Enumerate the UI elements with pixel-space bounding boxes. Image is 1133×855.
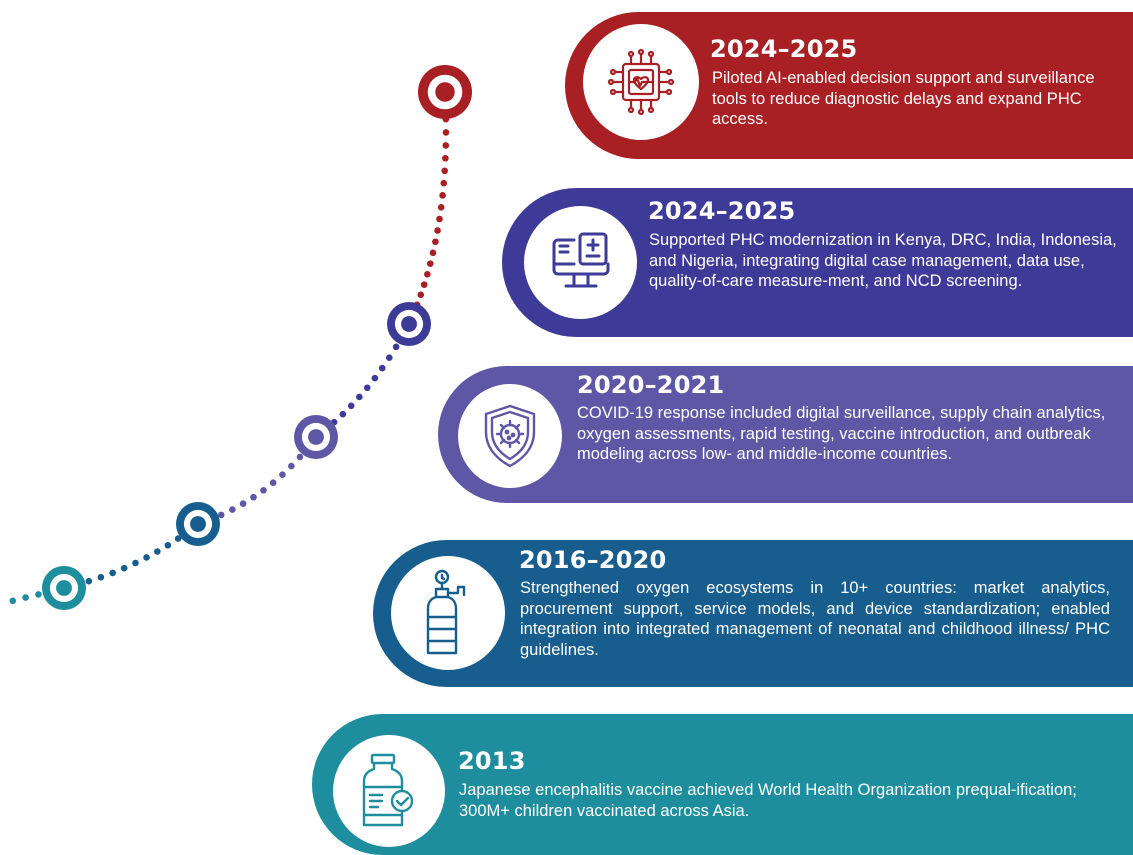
timeline-dot	[441, 167, 449, 175]
milestone-description: Piloted AI-enabled decision support and …	[712, 69, 1095, 128]
milestone-card: 2024–2025 Supported PHC modernization in…	[502, 188, 1133, 337]
timeline-dot	[347, 402, 355, 410]
timeline-dot	[436, 215, 443, 223]
timeline-dot	[174, 535, 182, 542]
timeline-dot	[296, 453, 304, 461]
timeline-marker	[418, 65, 472, 119]
milestone-icon-circle	[333, 735, 445, 847]
timeline-dot	[434, 227, 441, 234]
timeline-dot	[442, 129, 450, 136]
milestone-card: 2013 Japanese encephalitis vaccine achie…	[312, 714, 1133, 855]
timeline-dot	[154, 548, 161, 555]
ai-chip-heart-icon	[607, 48, 675, 116]
timeline-dot	[85, 577, 93, 585]
virus-shield-icon	[484, 404, 536, 468]
timeline-dot	[9, 597, 17, 605]
timeline-dot	[269, 479, 277, 487]
timeline-dot	[217, 511, 225, 519]
timeline-dot	[442, 142, 450, 149]
timeline-dot	[288, 462, 295, 470]
timeline-dot	[417, 291, 425, 299]
timeline-dot	[229, 506, 236, 513]
milestone-description: Supported PHC modernization in Kenya, DR…	[649, 231, 1117, 290]
timeline-marker	[294, 415, 338, 459]
timeline-dot	[432, 238, 439, 246]
timeline-dot	[424, 270, 431, 278]
milestone-year: 2024–2025	[648, 197, 796, 225]
milestone-icon-circle	[391, 556, 505, 670]
timeline-dot	[427, 260, 434, 267]
computer-monitor-icon	[552, 232, 609, 287]
timeline-marker	[42, 566, 86, 610]
timeline-dot	[22, 594, 29, 601]
vaccine-vial-icon	[362, 753, 414, 827]
timeline-dot	[260, 486, 267, 494]
timeline-dot	[143, 554, 150, 561]
milestone-description: Japanese encephalitis vaccine achieved W…	[459, 781, 1077, 820]
timeline-dot	[392, 343, 400, 351]
milestone-icon-circle	[524, 206, 637, 319]
milestone-icon-circle	[583, 24, 699, 140]
timeline-dot	[442, 154, 449, 162]
timeline-dot	[356, 393, 363, 401]
timeline-dot	[371, 374, 379, 382]
timeline-dot	[35, 591, 42, 598]
timeline-dot	[97, 573, 105, 581]
milestone-card: 2016–2020 Strengthened oxygen ecosystems…	[373, 540, 1133, 687]
milestone-description: COVID-19 response included digital surve…	[577, 404, 1106, 463]
timeline-dot	[440, 179, 448, 187]
timeline-dot	[339, 410, 347, 418]
timeline-marker	[387, 302, 431, 346]
timeline-dot	[239, 500, 247, 507]
timeline-marker	[176, 502, 220, 546]
milestone-year: 2020–2021	[577, 371, 725, 399]
timeline-dot	[164, 541, 172, 549]
milestone-year: 2016–2020	[519, 546, 667, 574]
milestone-icon-circle	[458, 384, 562, 488]
milestone-description: Strengthened oxygen ecosystems in 10+ co…	[520, 579, 1110, 659]
milestone-year: 2024–2025	[710, 35, 858, 63]
timeline-dot	[109, 569, 116, 577]
oxygen-cylinder-icon	[426, 569, 466, 655]
milestone-year: 2013	[458, 747, 526, 775]
timeline-dot	[439, 192, 446, 199]
timeline-dot	[132, 559, 139, 567]
timeline-dot	[120, 564, 128, 572]
timeline-dot	[363, 384, 371, 392]
timeline-dot	[437, 203, 445, 211]
timeline-dot	[429, 249, 437, 257]
milestone-card: 2024–2025 Piloted AI-enabled decision su…	[565, 12, 1133, 159]
timeline-dot	[378, 364, 386, 372]
timeline-dot	[250, 493, 257, 501]
timeline-dot	[386, 354, 393, 361]
timeline-dot	[420, 281, 428, 288]
timeline-dot	[279, 471, 286, 478]
milestone-card: 2020–2021 COVID-19 response included dig…	[438, 366, 1133, 503]
